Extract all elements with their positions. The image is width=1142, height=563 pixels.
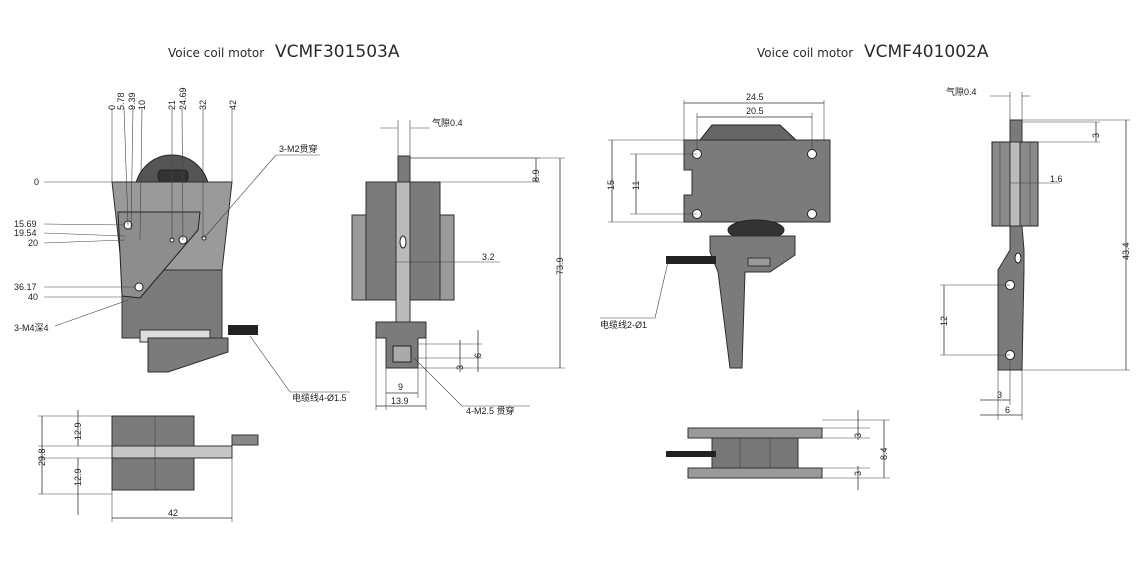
rs-dim-12: 12 <box>939 316 949 326</box>
rs-coil-slot <box>1009 141 1021 227</box>
front-cable <box>228 325 258 335</box>
rs-dim-3-top: 3 <box>1091 133 1101 138</box>
left-title: Voice coil motor VCMF301503A <box>168 42 400 62</box>
bottom-lower-magnet <box>111 457 195 491</box>
top-tick-1: 5.78 <box>116 92 126 110</box>
bottom-coil-band <box>111 445 233 459</box>
rb-coil <box>711 437 799 469</box>
side-shaft <box>395 181 411 323</box>
side-shaft-hole <box>399 235 407 249</box>
side-top-tab <box>397 155 411 185</box>
rs-dim-1.6: 1.6 <box>1050 174 1063 184</box>
rf-dim-15: 15 <box>606 180 616 190</box>
rs-top-tab <box>1009 119 1023 143</box>
rf-dim-24.5: 24.5 <box>746 92 764 102</box>
bottom-top-magnet <box>111 415 195 447</box>
left-tick-1: 15.69 <box>14 219 37 229</box>
side-left-wing <box>351 214 367 301</box>
note-cable-left: 电缆线4-Ø1.5 <box>292 392 347 403</box>
rs-dim-6: 6 <box>1005 405 1010 415</box>
bottom-dim-12.9-a: 12.9 <box>73 422 83 440</box>
top-tick-0: 0 <box>107 105 117 110</box>
rf-hole-2 <box>807 149 817 159</box>
side-dim-9: 9 <box>398 382 403 392</box>
rf-top-cap <box>698 124 798 141</box>
left-front-view: 0 5.78 9.39 10 21 24.69 32 42 0 15.69 19… <box>14 87 350 403</box>
side-gap: 气隙0.4 <box>432 117 463 128</box>
rb-cable <box>666 451 716 457</box>
side-right-wing <box>439 214 455 301</box>
side-dim-8.9: 8.9 <box>531 169 541 182</box>
left-tick-4: 36.17 <box>14 282 37 292</box>
rf-hole-4 <box>807 209 817 219</box>
rs-dim-43.4: 43.4 <box>1121 242 1131 260</box>
bottom-dim-42: 42 <box>168 508 178 518</box>
right-side-view: 气隙0.4 3 1.6 43.4 12 3 6 <box>939 86 1131 420</box>
left-title-prefix: Voice coil motor <box>168 46 264 60</box>
rf-arm <box>709 235 796 369</box>
rb-dim-8.4: 8.4 <box>879 447 889 460</box>
front-plate <box>117 211 201 299</box>
top-tick-2: 9.39 <box>127 92 137 110</box>
left-tick-0: 0 <box>34 177 39 187</box>
side-clamp-window <box>392 345 412 363</box>
top-tick-7: 42 <box>228 100 238 110</box>
rf-cable <box>666 256 716 264</box>
right-bottom-view: 3 8.4 3 <box>666 410 890 490</box>
side-dim-3: 3 <box>455 365 465 370</box>
side-dim-3.2: 3.2 <box>482 252 495 262</box>
front-hole-3 <box>134 282 144 292</box>
coil-slot <box>157 169 189 183</box>
bottom-dim-29.8: 29.8 <box>37 448 47 466</box>
rb-bottom-plate <box>687 467 823 479</box>
bottom-shaft <box>231 434 259 446</box>
top-tick-3: 10 <box>137 100 147 110</box>
rf-dim-11: 11 <box>631 181 641 190</box>
right-title: Voice coil motor VCMF401002A <box>757 42 989 62</box>
rs-slot-hole <box>1014 252 1022 264</box>
rf-dim-20.5: 20.5 <box>746 106 764 116</box>
left-tick-3: 20 <box>28 238 38 248</box>
rs-arm <box>997 225 1025 371</box>
rs-dim-3-bottom: 3 <box>997 390 1002 400</box>
top-tick-5: 24.69 <box>178 87 188 110</box>
left-title-model: VCMF301503A <box>275 42 400 62</box>
top-tick-4: 21 <box>167 100 177 110</box>
left-tick-2: 19.54 <box>14 228 37 238</box>
right-front-view: 24.5 20.5 15 11 电缆线2-Ø1 <box>600 92 831 369</box>
note-m25: 4-M2.5 贯穿 <box>466 405 515 416</box>
rf-body <box>683 139 831 223</box>
rs-gap: 气隙0.4 <box>946 86 977 97</box>
side-dim-6: 6 <box>473 353 483 358</box>
right-title-prefix: Voice coil motor <box>757 46 853 60</box>
note-m2: 3-M2贯穿 <box>279 143 318 154</box>
right-title-model: VCMF401002A <box>864 42 989 62</box>
front-foot <box>147 337 229 373</box>
side-dim-13.9: 13.9 <box>391 396 409 406</box>
rb-dim-3-bottom: 3 <box>853 471 863 476</box>
note-m4: 3-M4深4 <box>14 323 49 333</box>
side-dim-73.9: 73.9 <box>555 257 565 275</box>
left-side-view: 气隙0.4 8.9 3.2 73.9 6 3 9 13.9 4-M2.5 贯穿 <box>351 117 565 416</box>
top-tick-6: 32 <box>198 100 208 110</box>
rb-dim-3-top: 3 <box>853 433 863 438</box>
note-cable-right: 电缆线2-Ø1 <box>600 319 647 330</box>
rf-clamp <box>747 257 771 267</box>
bottom-dim-12.9-b: 12.9 <box>73 468 83 486</box>
rb-top-plate <box>687 427 823 439</box>
left-bottom-view: 12.9 29.8 12.9 42 <box>37 410 259 522</box>
left-tick-5: 40 <box>28 292 38 302</box>
